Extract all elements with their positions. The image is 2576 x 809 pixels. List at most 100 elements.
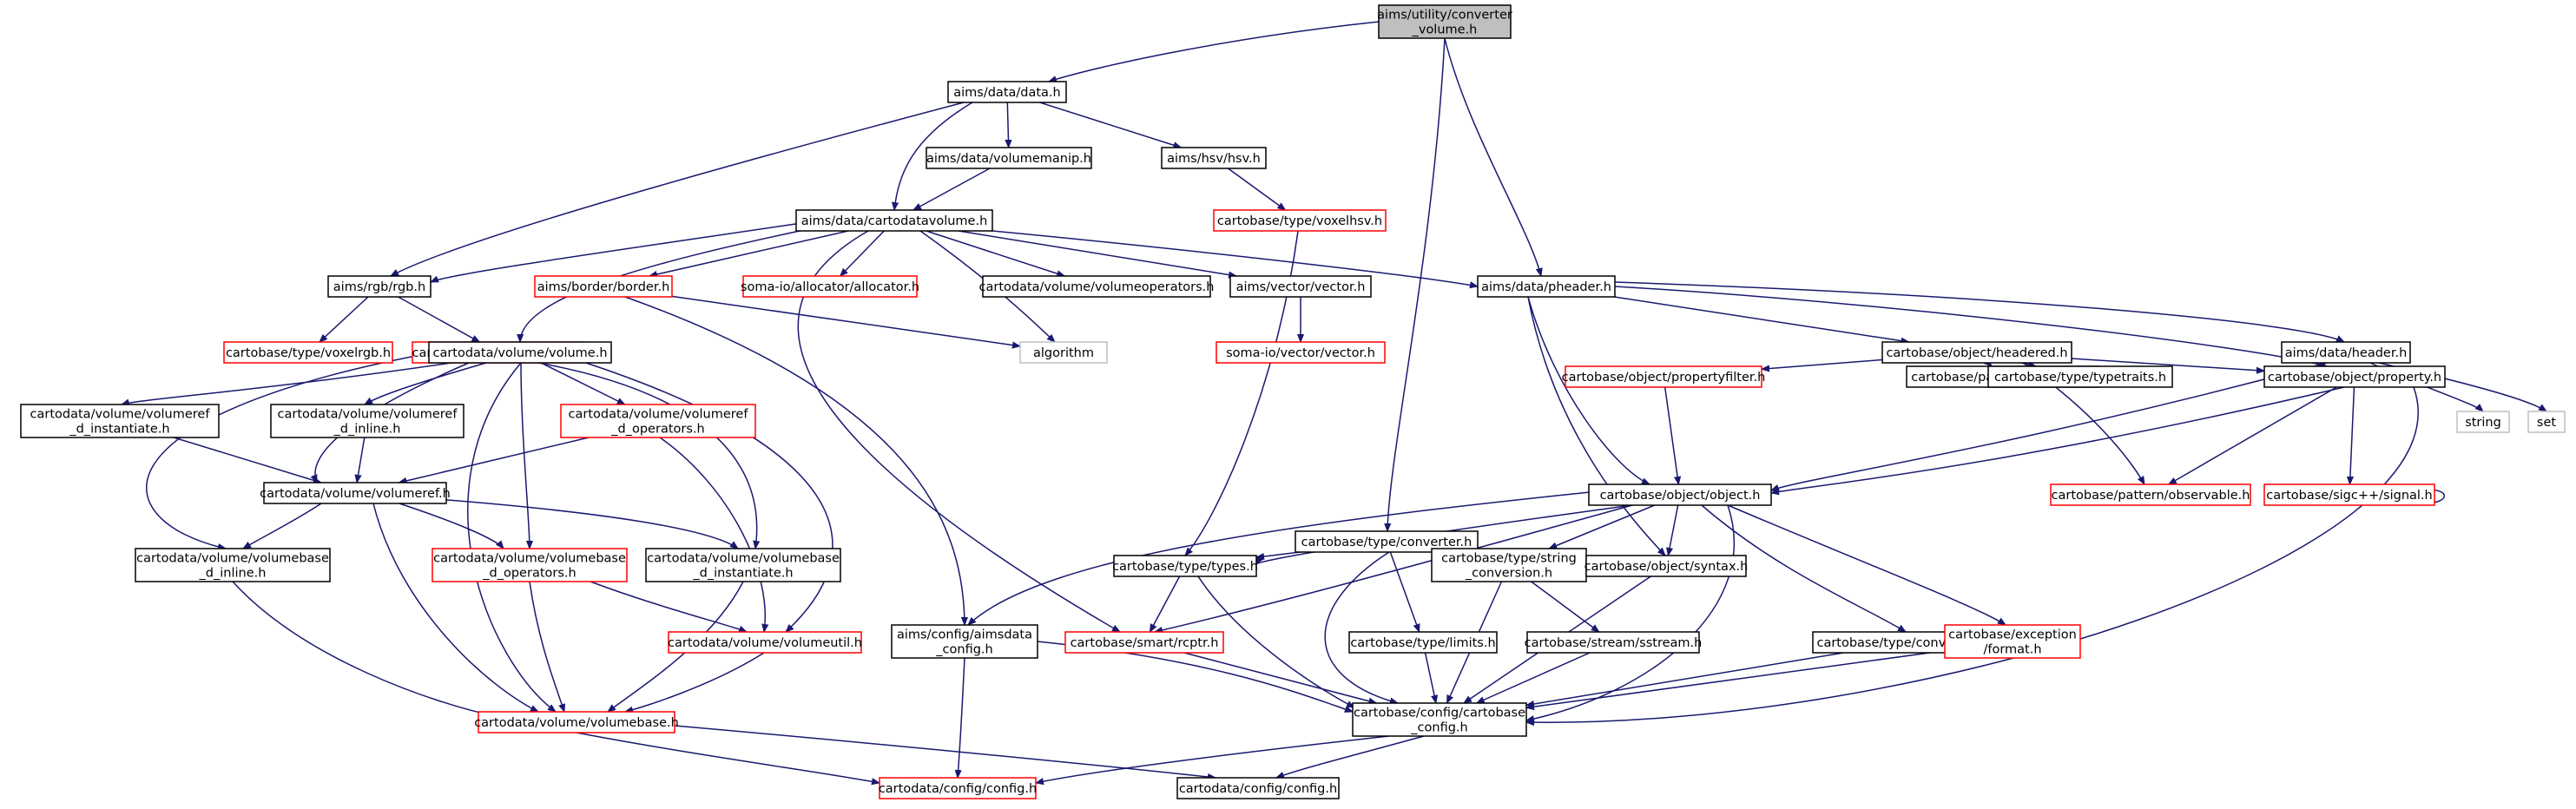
node-string[interactable]: string: [2456, 411, 2510, 433]
node-vbops[interactable]: cartodata/volume/volumebase_d_operators.…: [432, 548, 628, 582]
node-strconv[interactable]: cartobase/type/string_conversion.h: [1431, 548, 1587, 582]
node-volumebase[interactable]: cartodata/volume/volumebase.h: [474, 711, 679, 733]
node-box: [560, 404, 756, 438]
node-voxelrgb[interactable]: cartobase/type/voxelrgb.h: [223, 341, 393, 364]
node-label: _d_inline.h: [199, 567, 267, 581]
node-label: cartodata/volume/volumeref: [278, 408, 458, 422]
node-limits[interactable]: cartobase/type/limits.h: [1348, 631, 1498, 654]
node-propfilter[interactable]: cartobase/object/propertyfilter.h: [1562, 365, 1766, 388]
edge-pheader-to-header: [1614, 281, 2344, 343]
node-label: set: [2537, 416, 2556, 430]
node-rgb[interactable]: aims/rgb/rgb.h: [327, 275, 432, 298]
edge-cdvol-to-rgb: [431, 221, 808, 283]
node-box: [982, 275, 1211, 298]
node-label: cartobase/object/propertyfilter.h: [1562, 371, 1766, 385]
node-hsv[interactable]: aims/hsv/hsv.h: [1161, 147, 1267, 169]
node-types[interactable]: cartobase/type/types.h: [1112, 555, 1258, 577]
edge-headered-to-property: [2071, 358, 2264, 371]
node-box: [1477, 275, 1616, 298]
node-vector[interactable]: aims/vector/vector.h: [1229, 275, 1372, 298]
node-label: _config.h: [935, 643, 992, 657]
node-label: cartodata/volume/volumeref.h: [260, 487, 451, 501]
edge-property-to-observable: [2169, 386, 2337, 485]
node-label: _volume.h: [1412, 23, 1478, 37]
node-allocator[interactable]: soma-io/allocator/allocator.h: [741, 275, 919, 298]
edge-volutil-to-volumebase: [625, 652, 765, 712]
node-volumemanip[interactable]: aims/data/volumemanip.h: [926, 147, 1092, 169]
edge-data-to-volumemanip: [1007, 102, 1008, 148]
edge-data-to-cdvol: [894, 102, 973, 210]
node-typetraits[interactable]: cartobase/type/typetraits.h: [1987, 365, 2173, 388]
node-box: [432, 548, 628, 582]
node-pheader[interactable]: aims/data/pheader.h: [1477, 275, 1616, 298]
edge-property-to-signal: [2350, 386, 2355, 484]
node-box: [1944, 624, 2081, 659]
node-border[interactable]: aims/border/border.h: [534, 275, 673, 298]
node-label: cartobase/type/voxelrgb.h: [226, 346, 391, 360]
node-object[interactable]: cartobase/object/object.h: [1588, 483, 1772, 506]
node-vbinline[interactable]: cartodata/volume/volumebase_d_inline.h: [135, 548, 331, 582]
node-set[interactable]: set: [2527, 411, 2566, 433]
node-box: [1987, 365, 2173, 388]
node-observable[interactable]: cartobase/pattern/observable.h: [2050, 483, 2251, 506]
node-volume[interactable]: cartodata/volume/volume.h: [428, 341, 612, 364]
node-headered[interactable]: cartobase/object/headered.h: [1881, 341, 2072, 364]
node-format[interactable]: cartobase/exception/format.h: [1944, 624, 2081, 659]
node-algorithm[interactable]: algorithm: [1019, 341, 1108, 364]
node-volops[interactable]: cartodata/volume/volumeoperators.h: [979, 275, 1215, 298]
node-label: cartobase/smart/rcptr.h: [1071, 636, 1219, 650]
edge-data-to-hsv: [1039, 102, 1182, 148]
node-data[interactable]: aims/data/data.h: [947, 81, 1067, 103]
node-cdconfig[interactable]: cartodata/config/config.h: [1176, 777, 1340, 799]
edge-property-to-object: [1771, 386, 2345, 493]
node-label: aims/data/volumemanip.h: [926, 152, 1091, 166]
edge-strconv-to-sstream: [1531, 581, 1599, 632]
node-voxelhsv[interactable]: cartobase/type/voxelhsv.h: [1213, 209, 1387, 232]
node-box: [135, 548, 331, 582]
edge-volumemanip-to-cdvol: [913, 168, 991, 211]
edge-volumeref-to-vbops: [399, 503, 504, 549]
node-label: cartobase/sigc++/signal.h: [2266, 489, 2432, 503]
edge-limits-to-cbconfig: [1424, 652, 1436, 703]
edge-pheader-to-headered: [1614, 296, 1908, 342]
node-vrinst[interactable]: cartodata/volume/volumeref_d_instantiate…: [20, 404, 220, 438]
node-label: _d_instantiate.h: [692, 567, 793, 581]
node-box: [1176, 777, 1340, 799]
edge-property-to-cbconfig: [1526, 386, 2419, 722]
node-somavector[interactable]: soma-io/vector/vector.h: [1216, 341, 1386, 364]
node-label: cartodata/volume/volumeref: [30, 408, 211, 422]
edge-root-to-converter: [1387, 37, 1446, 531]
node-label: cartobase/stream/sstream.h: [1525, 636, 1703, 650]
node-vbinst[interactable]: cartodata/volume/volumebase_d_instantiat…: [645, 548, 841, 582]
node-label: aims/utility/converter: [1377, 9, 1512, 23]
edge-object-to-conversion: [1701, 504, 1906, 632]
node-syntax[interactable]: cartobase/object/syntax.h: [1584, 555, 1749, 577]
node-cdconfig_red[interactable]: cartodata/config/config.h: [879, 777, 1037, 799]
node-vrops[interactable]: cartodata/volume/volumeref_d_operators.h: [560, 404, 756, 438]
node-property[interactable]: cartobase/object/property.h: [2263, 365, 2446, 388]
edge-volume-to-vrops: [540, 362, 625, 405]
node-root[interactable]: aims/utility/converter_volume.h: [1377, 4, 1512, 39]
edge-volume-to-vbops: [520, 362, 530, 549]
node-header[interactable]: aims/data/header.h: [2281, 341, 2411, 364]
node-box: [2527, 411, 2566, 433]
node-label: aims/data/pheader.h: [1481, 280, 1611, 294]
edge-propfilter-to-object: [1664, 386, 1679, 484]
node-volumeref[interactable]: cartodata/volume/volumeref.h: [260, 482, 451, 504]
node-label: cartodata/volume/volumeref: [569, 408, 749, 422]
node-label: _config.h: [1410, 721, 1467, 735]
node-box: [668, 631, 862, 654]
node-sstream[interactable]: cartobase/stream/sstream.h: [1525, 631, 1703, 654]
edge-vbops-to-volumebase: [529, 581, 564, 712]
node-cdvol[interactable]: aims/data/cartodatavolume.h: [795, 209, 993, 232]
node-rcptr[interactable]: cartobase/smart/rcptr.h: [1064, 631, 1224, 654]
node-volutil[interactable]: cartodata/volume/volumeutil.h: [668, 631, 862, 654]
node-signal[interactable]: cartobase/sigc++/signal.h: [2263, 483, 2435, 506]
node-label: cartobase/type/string: [1441, 552, 1577, 566]
node-vrinline[interactable]: cartodata/volume/volumeref_d_inline.h: [270, 404, 464, 438]
node-aimsdataconfig[interactable]: aims/config/aimsdata_config.h: [891, 624, 1038, 659]
node-box: [428, 341, 612, 364]
node-label: cartobase/pattern/observable.h: [2052, 489, 2250, 503]
node-cbconfig[interactable]: cartobase/config/cartobase_config.h: [1352, 702, 1527, 737]
